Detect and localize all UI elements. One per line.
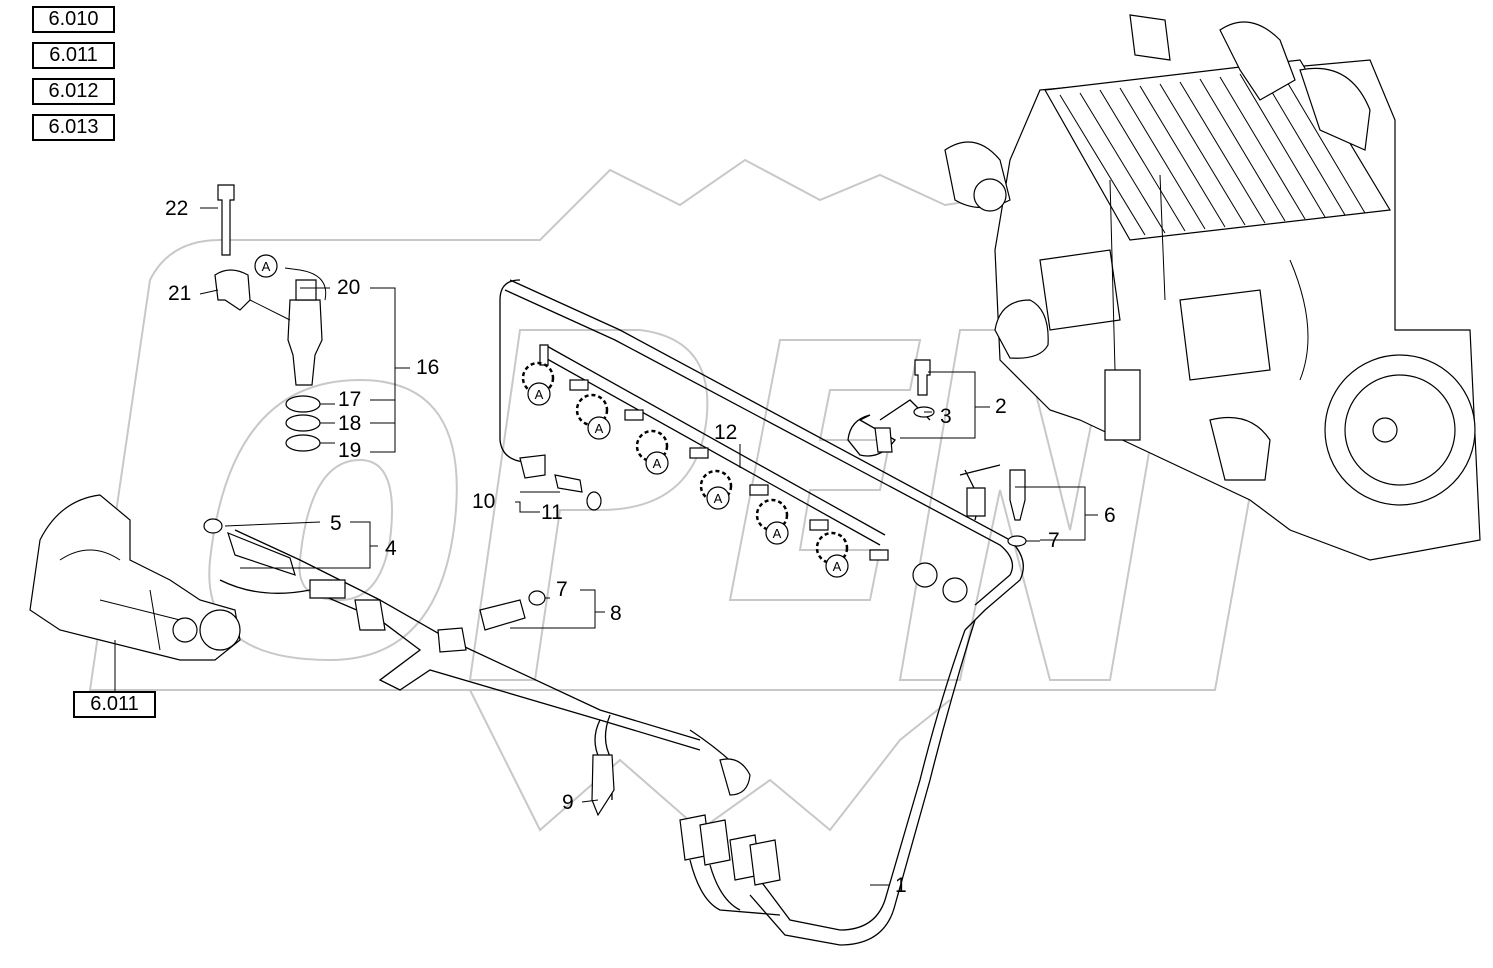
callout-21[interactable]: 21 bbox=[168, 282, 192, 305]
svg-text:A: A bbox=[773, 526, 782, 541]
marker-a: A bbox=[587, 416, 611, 440]
ref-box-6011[interactable]: 6.011 bbox=[32, 42, 115, 69]
callout-5[interactable]: 5 bbox=[330, 512, 342, 535]
svg-text:A: A bbox=[833, 559, 842, 574]
svg-text:A: A bbox=[595, 421, 604, 436]
fuel-pump-drawing bbox=[29, 494, 241, 692]
callout-9[interactable]: 9 bbox=[562, 791, 574, 814]
callout-6[interactable]: 6 bbox=[1104, 504, 1116, 527]
ref-box-pump-6011[interactable]: 6.011 bbox=[73, 691, 156, 718]
marker-a: A bbox=[706, 486, 730, 510]
callout-7-left[interactable]: 7 bbox=[556, 578, 568, 601]
svg-text:A: A bbox=[262, 259, 271, 274]
marker-a: A bbox=[527, 382, 551, 406]
svg-text:A: A bbox=[653, 456, 662, 471]
marker-a-group: A A A A A A A bbox=[254, 254, 849, 578]
callout-12[interactable]: 12 bbox=[714, 421, 738, 444]
callout-10[interactable]: 10 bbox=[472, 490, 496, 513]
marker-a: A bbox=[254, 254, 278, 278]
connector-rings bbox=[521, 361, 849, 565]
callout-20[interactable]: 20 bbox=[337, 276, 361, 299]
ref-box-6012[interactable]: 6.012 bbox=[32, 78, 115, 105]
marker-a: A bbox=[765, 521, 789, 545]
callout-22[interactable]: 22 bbox=[165, 197, 189, 220]
ref-box-6010[interactable]: 6.010 bbox=[32, 6, 115, 33]
sensors bbox=[203, 359, 1027, 817]
callout-1[interactable]: 1 bbox=[895, 874, 907, 897]
wiring-harness bbox=[219, 279, 1024, 946]
injector-assembly bbox=[214, 184, 327, 452]
engine-drawing bbox=[944, 14, 1481, 561]
callout-18[interactable]: 18 bbox=[338, 412, 362, 435]
callout-17[interactable]: 17 bbox=[338, 388, 362, 411]
callout-11[interactable]: 11 bbox=[541, 501, 563, 524]
marker-a: A bbox=[825, 554, 849, 578]
callout-2[interactable]: 2 bbox=[995, 395, 1007, 418]
ref-box-6013[interactable]: 6.013 bbox=[32, 114, 115, 141]
callout-19[interactable]: 19 bbox=[338, 439, 362, 462]
leader-lines bbox=[199, 207, 1098, 886]
callout-8[interactable]: 8 bbox=[610, 602, 622, 625]
callout-3[interactable]: 3 bbox=[940, 405, 952, 428]
marker-a: A bbox=[645, 451, 669, 475]
callout-7-right[interactable]: 7 bbox=[1048, 529, 1060, 552]
svg-text:A: A bbox=[535, 387, 544, 402]
svg-text:A: A bbox=[714, 491, 723, 506]
callout-16[interactable]: 16 bbox=[416, 356, 440, 379]
callout-4[interactable]: 4 bbox=[385, 537, 397, 560]
